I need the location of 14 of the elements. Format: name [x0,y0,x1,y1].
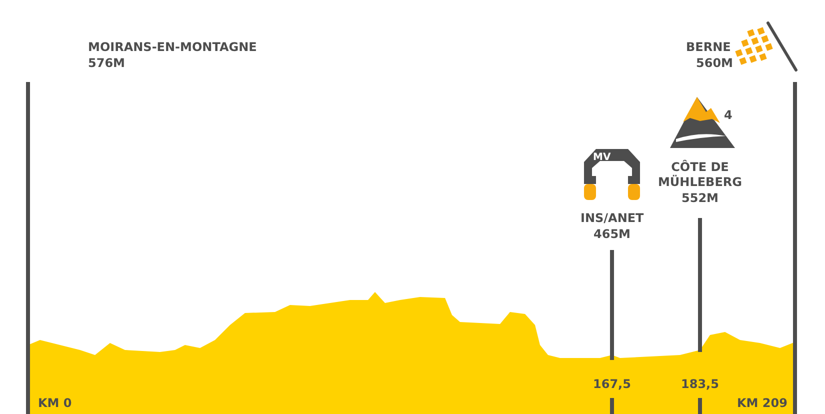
distance-mark: 183,5 [681,377,719,392]
altitude: 560M [696,56,733,71]
climb-name: CÔTE DE MÜHLEBERG [656,160,743,190]
altitude: 576M [88,56,125,71]
climb-category: 4 [724,108,732,123]
distance-mark: 167,5 [593,377,631,392]
distance-mark: KM 209 [737,396,788,411]
altitude: 465M [594,227,630,242]
distance-mark: KM 0 [38,396,72,411]
altitude: 552M [682,191,718,206]
place-name: INS/ANET [580,211,644,226]
place-name: BERNE [686,40,731,55]
sprint-code: MV [593,151,611,165]
place-name: MOIRANS-EN-MONTAGNE [88,40,257,55]
